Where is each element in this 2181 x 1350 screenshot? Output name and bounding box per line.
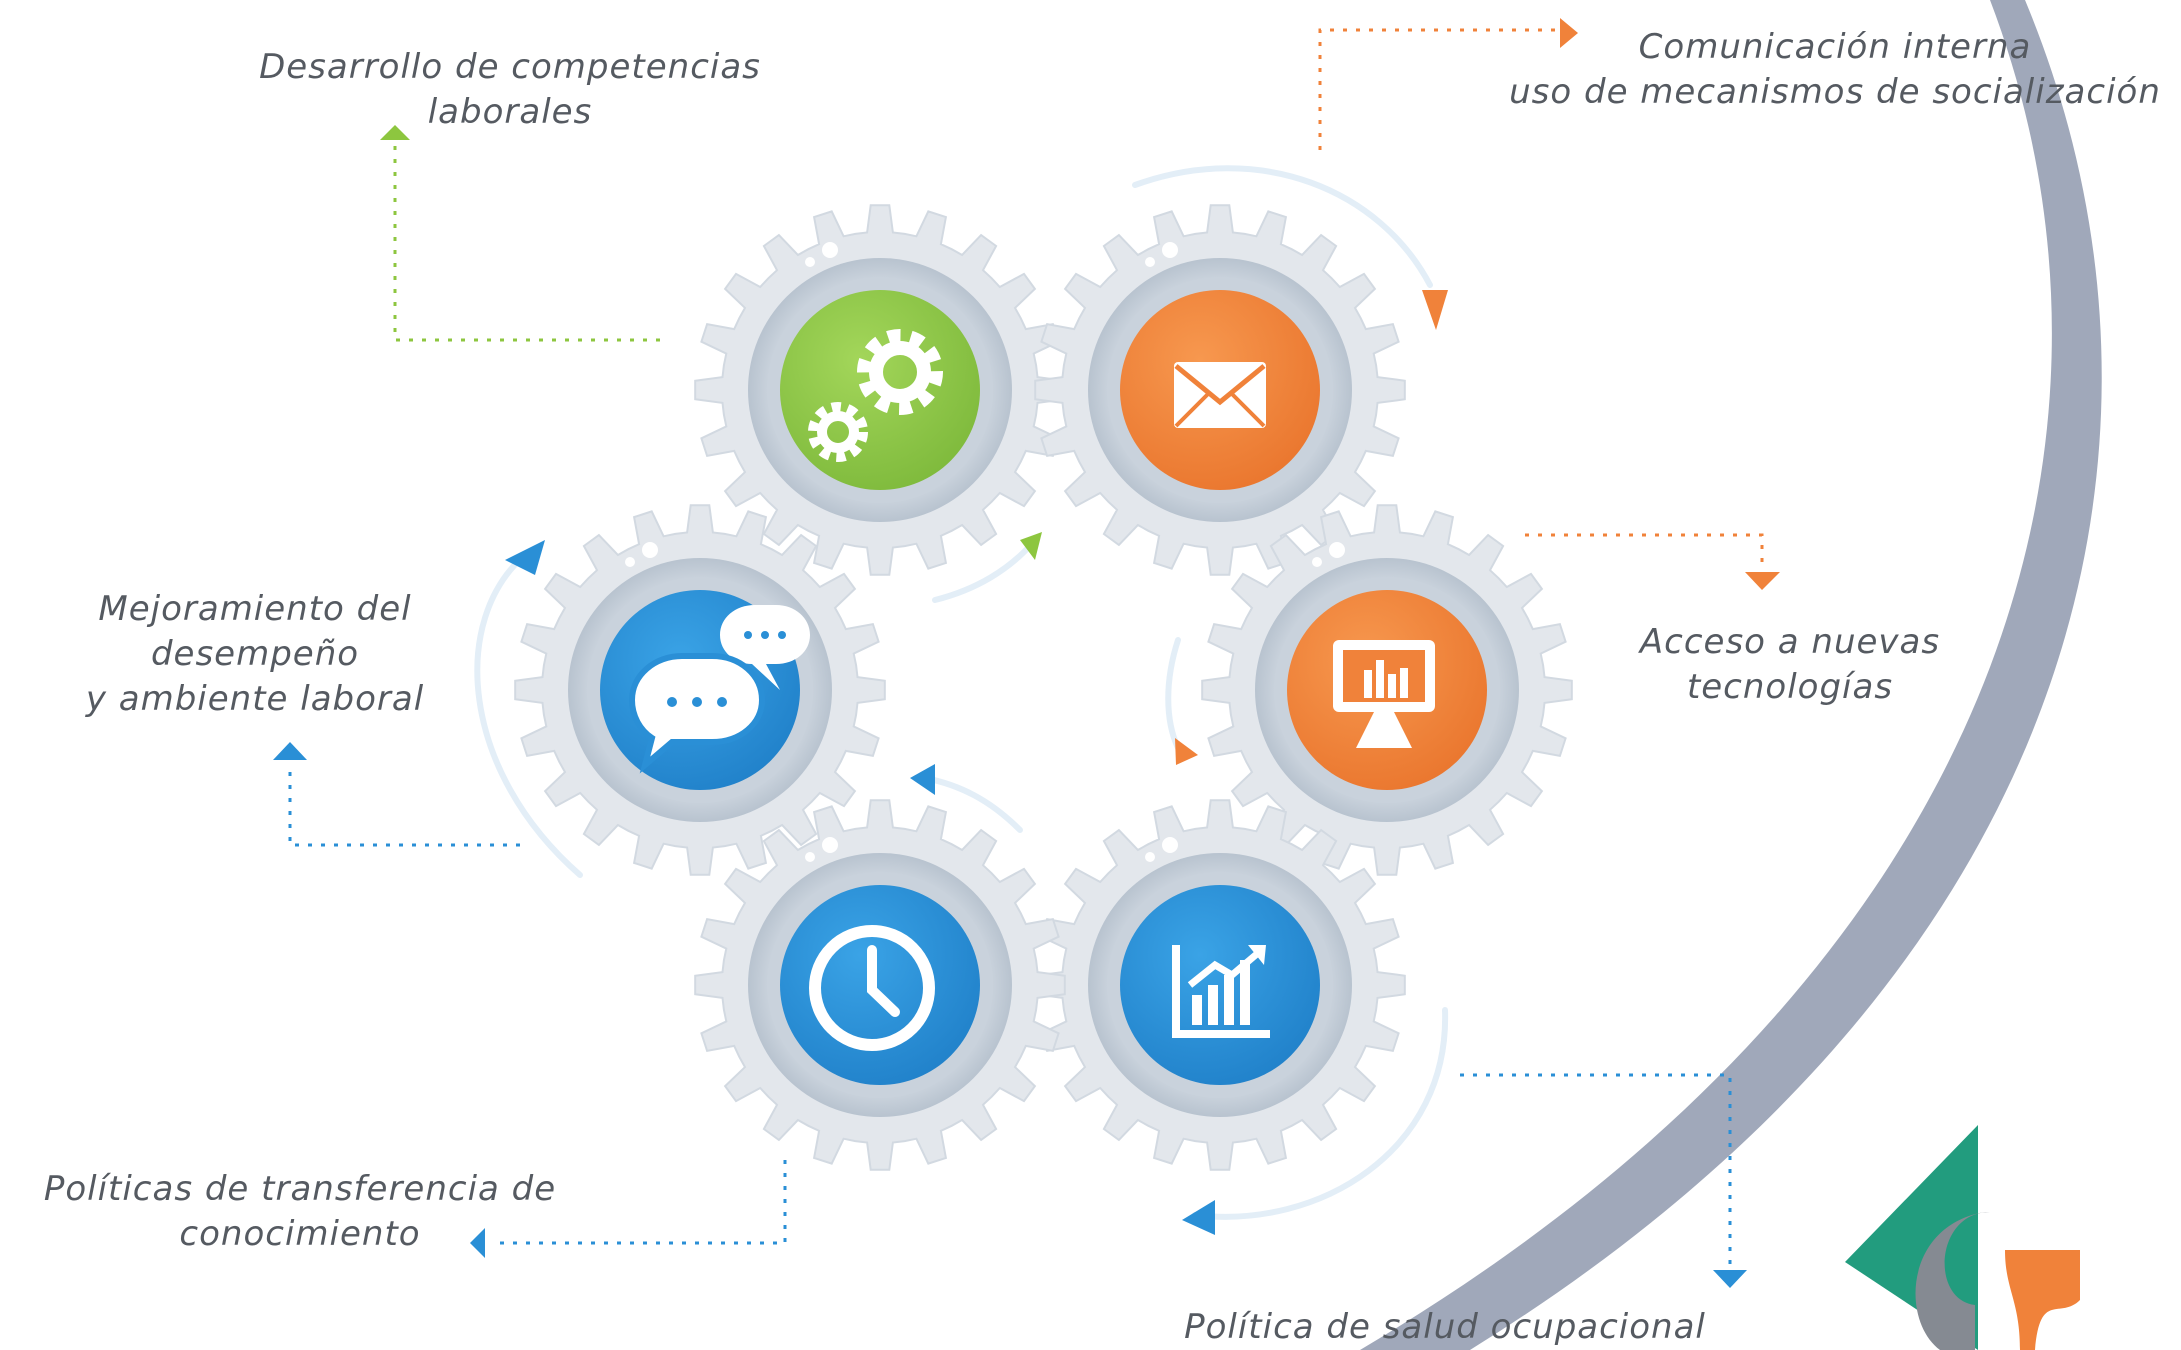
- arrowhead-comunicacion: [1560, 18, 1578, 48]
- label-line: laborales: [427, 92, 593, 132]
- flow-arc-3: [1192, 1007, 1449, 1220]
- logo-icon: [1845, 1125, 2080, 1350]
- label-line: Comunicación interna: [1638, 27, 2032, 67]
- flow-arrow-orange-1: [1422, 290, 1448, 330]
- label-salud: Política de salud ocupacional: [1165, 1305, 1725, 1350]
- label-line: y ambiente laboral: [85, 679, 425, 719]
- connector-transferencia: [495, 1160, 787, 1245]
- connector-tecnologias: [1525, 533, 1764, 570]
- label-line: Acceso a nuevas: [1639, 622, 1941, 662]
- label-comunicacion: Comunicación interna uso de mecanismos d…: [1500, 25, 2170, 115]
- flow-arc-5: [474, 552, 583, 878]
- arrowhead-desempeno: [273, 742, 307, 760]
- arrowhead-tecnologias: [1745, 572, 1780, 590]
- flow-arrow-green-6: [1020, 532, 1042, 560]
- connector-comunicacion: [1318, 28, 1555, 150]
- label-line: uso de mecanismos de socialización: [1509, 72, 2161, 112]
- flow-arc-4: [922, 775, 1023, 833]
- connector-competencias: [393, 140, 660, 342]
- label-line: Desarrollo de competencias: [259, 47, 761, 87]
- flow-arrow-blue-4: [910, 764, 935, 795]
- flow-arrow-orange-2: [1175, 738, 1198, 765]
- arrowhead-competencias: [380, 125, 410, 140]
- flow-arc-1: [1132, 165, 1433, 288]
- label-line: Mejoramiento del: [98, 589, 412, 629]
- flow-arrow-blue-3: [1182, 1200, 1215, 1235]
- flow-arrow-blue-5: [505, 540, 545, 575]
- arrowhead-transferencia: [470, 1228, 485, 1258]
- label-transferencia: Políticas de transferencia de conocimien…: [20, 1167, 580, 1257]
- flow-arc-2: [1165, 637, 1181, 751]
- label-tecnologias: Acceso a nuevas tecnologías: [1580, 620, 2000, 710]
- connector-desempeno: [288, 765, 520, 847]
- envelope-icon: [1174, 362, 1266, 428]
- label-desempeno: Mejoramiento del desempeño y ambiente la…: [55, 587, 455, 722]
- label-competencias: Desarrollo de competencias laborales: [240, 45, 780, 135]
- label-line: Políticas de transferencia de: [43, 1169, 557, 1209]
- label-line: desempeño: [150, 634, 360, 674]
- clock-icon: [809, 925, 935, 1051]
- arrowhead-salud: [1713, 1270, 1747, 1288]
- chat-bubbles-icon: [628, 605, 810, 774]
- label-line: Política de salud ocupacional: [1184, 1307, 1706, 1347]
- label-line: conocimiento: [179, 1214, 421, 1254]
- flow-arc-6: [932, 537, 1038, 603]
- monitor-chart-icon: [1333, 640, 1435, 748]
- label-line: tecnologías: [1686, 667, 1894, 707]
- gear-salud: [1034, 799, 1406, 1171]
- gears-icon: [808, 329, 943, 462]
- gear-transferencia: [694, 799, 1066, 1171]
- growth-chart-icon: [1172, 945, 1270, 1038]
